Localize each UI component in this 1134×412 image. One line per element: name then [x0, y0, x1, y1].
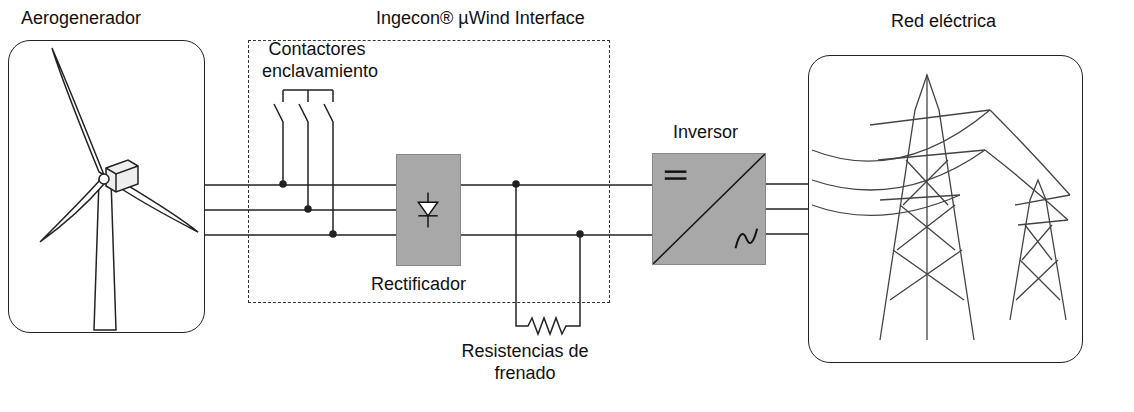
- contactor-label: Contactores enclavamiento: [262, 38, 372, 82]
- interlock-contactors: [274, 90, 336, 237]
- node-title: Aerogenerador: [21, 7, 141, 29]
- diode-symbol: [397, 155, 460, 265]
- grid-box: Red eléctrica: [808, 55, 1083, 363]
- inverter-symbol: [653, 154, 765, 264]
- wire-bundle: [766, 184, 808, 234]
- turbine-box: Aerogenerador: [8, 40, 205, 333]
- node-title: Rectificador: [371, 273, 466, 295]
- resistor-label: Resistencias de frenado: [440, 340, 610, 384]
- node-title: Inversor: [673, 121, 738, 143]
- node-title: Ingecon® µWind Interface: [376, 7, 585, 29]
- power-pylons: [812, 75, 1070, 340]
- inverter-box: Inversor: [652, 153, 766, 265]
- wind-turbine: [40, 48, 198, 330]
- wire-bundle: [461, 185, 652, 235]
- resistor-symbol: [513, 181, 583, 334]
- rectifier-box: Rectificador: [396, 154, 461, 266]
- node-title: Red eléctrica: [891, 10, 996, 32]
- wire-bundle: [205, 185, 396, 235]
